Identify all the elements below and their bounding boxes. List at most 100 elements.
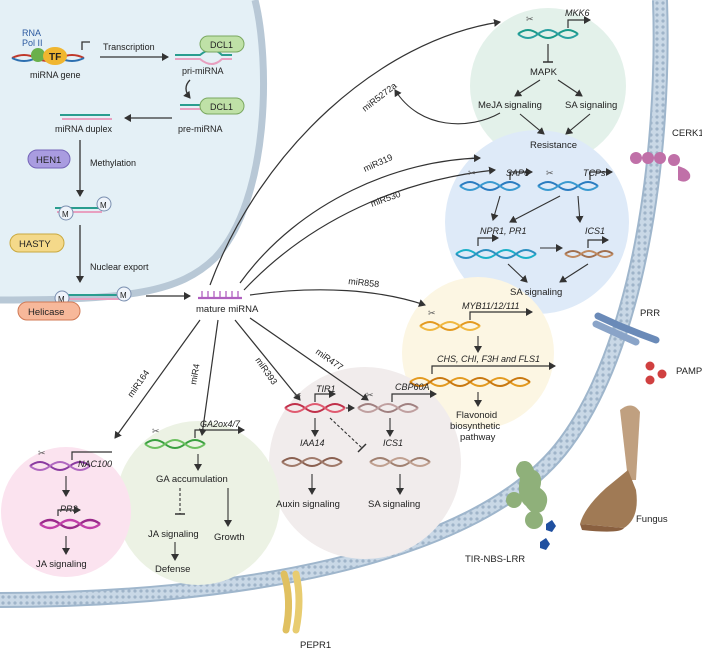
mirna-gene-label: miRNA gene bbox=[30, 70, 81, 80]
ga2ox-dna-icon: ✂ bbox=[144, 426, 245, 449]
defense-label: Defense bbox=[155, 564, 190, 575]
pamp-icon bbox=[645, 361, 667, 385]
sap6-to-npr1 bbox=[490, 195, 501, 221]
rna-pol-label-2: Pol II bbox=[22, 38, 43, 48]
rna-pol-label-1: RNA bbox=[22, 28, 41, 38]
hasty-label: HASTY bbox=[19, 239, 51, 250]
resistance-label: Resistance bbox=[530, 140, 577, 151]
transcription-label: Transcription bbox=[103, 42, 155, 52]
tir1-dna-icon: ✂ bbox=[284, 390, 346, 413]
pr3-label: PR3 bbox=[60, 504, 78, 514]
pepr1-label: PEPR1 bbox=[300, 640, 331, 651]
meja-feedback-arrow bbox=[394, 89, 501, 125]
methylation-label: Methylation bbox=[90, 158, 136, 168]
mapk-to-meja bbox=[514, 79, 541, 97]
growth-label: Growth bbox=[214, 532, 245, 543]
nac-circle bbox=[1, 447, 131, 577]
flav-label-1: Flavonoid bbox=[456, 410, 497, 421]
iaa14-label: IAA14 bbox=[300, 438, 325, 448]
ga-circle bbox=[116, 421, 280, 585]
myb-dna-icon: ✂ bbox=[419, 308, 533, 331]
npr1-to-sa bbox=[507, 263, 528, 283]
sa-to-res bbox=[565, 113, 591, 135]
sap-ics1-label: ICS1 bbox=[585, 226, 605, 236]
cerk1-receptor-icon bbox=[630, 152, 691, 182]
meja-to-res bbox=[519, 113, 545, 135]
label-mir393: miR393 bbox=[253, 355, 279, 386]
methyl-m-right: M bbox=[100, 201, 107, 210]
label-mir164: miR164 bbox=[125, 368, 151, 399]
mapk-circle bbox=[470, 8, 626, 164]
ga-ja-label: JA signaling bbox=[148, 529, 199, 540]
ga-acc-label: GA accumulation bbox=[156, 474, 228, 485]
tir-nbs-lrr-icon bbox=[506, 461, 556, 550]
iaa14-dna-icon bbox=[281, 457, 343, 467]
tir1-inhibit-ics1 bbox=[329, 417, 363, 449]
dcl1-a-box bbox=[199, 35, 245, 53]
cerk1-label: CERK1 bbox=[672, 128, 702, 139]
nac-ja-label: JA signaling bbox=[36, 559, 87, 570]
nac100-label: NAC100 bbox=[78, 459, 112, 469]
arrow-mir4 bbox=[198, 319, 219, 436]
cbp60a-dna-icon: ✂ bbox=[357, 390, 437, 413]
nac100-dna-icon: ✂ bbox=[29, 448, 112, 471]
mapk-to-sa bbox=[557, 79, 583, 97]
svg-text:✂: ✂ bbox=[366, 390, 374, 400]
tf-label: TF bbox=[49, 52, 61, 63]
prr-receptor-icon bbox=[592, 312, 660, 346]
tcps-to-ics1 bbox=[575, 195, 584, 223]
helicase-label: Helicase bbox=[28, 307, 64, 318]
arrow-mir477 bbox=[249, 317, 369, 401]
rna-pol-icon bbox=[31, 48, 45, 62]
mapk-label: MAPK bbox=[530, 67, 558, 78]
sap6-dna-icon: ✂ bbox=[459, 168, 533, 191]
myb-circle bbox=[402, 277, 554, 429]
helicase-m-left: M bbox=[58, 295, 65, 304]
svg-text:✂: ✂ bbox=[294, 390, 302, 400]
dcl1-b-box bbox=[199, 97, 245, 115]
npr1-label: NPR1, PR1 bbox=[480, 226, 527, 236]
svg-text:✂: ✂ bbox=[152, 426, 160, 436]
arrow-mir319 bbox=[239, 154, 481, 284]
helicase-box bbox=[17, 301, 81, 321]
methyl-m-left: M bbox=[62, 210, 69, 219]
meja-label: MeJA signaling bbox=[478, 100, 542, 111]
arrow-mir164 bbox=[114, 319, 201, 439]
tcps-label: TCPs bbox=[583, 168, 606, 178]
hasty-box bbox=[9, 233, 65, 253]
tir-ics1-label: ICS1 bbox=[383, 438, 403, 448]
methylated-duplex-icon bbox=[55, 196, 112, 221]
sap-ics1-dna-icon bbox=[564, 236, 614, 258]
tir-ics1-dna-icon bbox=[369, 457, 431, 467]
tir1-label: TIR1 bbox=[316, 384, 336, 394]
hen1-box bbox=[27, 149, 71, 169]
dcl1-b-label: DCL1 bbox=[210, 102, 233, 112]
prr-label: PRR bbox=[640, 308, 660, 319]
npr1-dna-icon bbox=[455, 234, 537, 259]
tir1-inhibit-bar bbox=[357, 443, 367, 453]
fungus-icon bbox=[580, 405, 640, 532]
chs-dna-icon bbox=[409, 362, 556, 387]
pr3-dna-icon bbox=[39, 506, 101, 530]
label-mir477: miR477 bbox=[314, 346, 345, 372]
mature-mirna-icon bbox=[198, 291, 242, 300]
sap6-label: SAP6 bbox=[506, 168, 529, 178]
pri-mirna-label: pri-miRNA bbox=[182, 66, 224, 76]
pre-mirna-label: pre-miRNA bbox=[178, 124, 223, 134]
arrow-mir530 bbox=[243, 166, 496, 291]
auxin-label: Auxin signaling bbox=[276, 499, 340, 510]
label-mir530: miR530 bbox=[369, 189, 402, 209]
dcl1-a-label: DCL1 bbox=[210, 40, 233, 50]
svg-text:✂: ✂ bbox=[428, 308, 436, 318]
nuclear-export-label: Nuclear export bbox=[90, 262, 149, 272]
hen1-label: HEN1 bbox=[36, 155, 61, 166]
svg-text:✂: ✂ bbox=[526, 14, 534, 24]
label-mir5272a: miR5272a bbox=[360, 80, 398, 113]
ics1-to-sa bbox=[559, 263, 589, 283]
flav-label-2: biosynthetic bbox=[450, 421, 500, 432]
sap-circle bbox=[445, 130, 629, 314]
myb-label: MYB11/12/111 bbox=[462, 301, 520, 311]
chs-label: CHS, CHI, F3H and FLS1 bbox=[437, 354, 540, 364]
